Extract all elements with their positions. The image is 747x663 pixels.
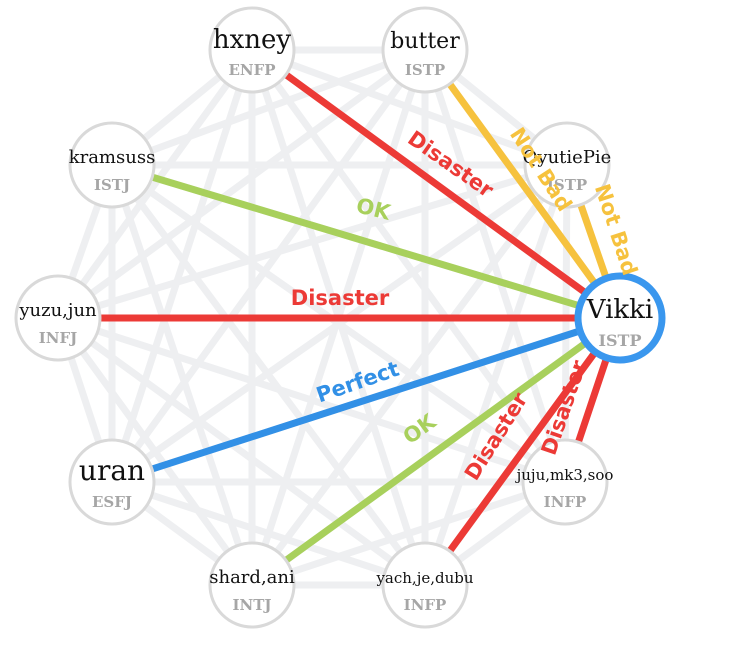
mbti-type: ISTP	[405, 61, 445, 79]
edge-hxney	[283, 71, 587, 295]
connection-edges	[100, 71, 610, 564]
background-edge	[54, 46, 429, 322]
background-edge	[54, 46, 256, 322]
background-edge	[561, 161, 571, 486]
background-edge	[108, 478, 429, 589]
mbti-type: INTJ	[233, 596, 272, 614]
background-edge	[108, 46, 429, 169]
person-name: uran	[79, 454, 145, 487]
mbti-type: INFJ	[39, 329, 77, 347]
edge-jujumk3soo	[575, 358, 610, 444]
edge-label-yuzujun: Disaster	[291, 286, 390, 310]
edge-uran	[150, 328, 580, 473]
person-nodes: VikkiISTPhxneyENFPbutterISTPQyutiePieIST…	[14, 6, 666, 629]
mbti-type: ISTP	[547, 176, 587, 194]
edge-qyutiepie	[577, 203, 609, 278]
mbti-type: ISTJ	[94, 176, 130, 194]
mbti-type: ISTP	[599, 331, 642, 350]
person-name: juju,mk3,soo	[515, 466, 614, 484]
background-edge	[54, 161, 571, 322]
edge-yachjedubu	[446, 351, 597, 554]
person-name: yuzu,jun	[18, 300, 97, 321]
mbti-type: INFP	[404, 596, 447, 614]
mbti-type: ESFJ	[92, 493, 132, 511]
background-edge	[54, 314, 429, 589]
background-edge	[248, 46, 569, 486]
edge-shardani	[283, 341, 587, 564]
background-edge	[421, 161, 571, 589]
node-circle	[523, 121, 611, 209]
mbti-type: INFP	[544, 493, 587, 511]
node-circle	[381, 541, 469, 629]
background-edge	[108, 161, 429, 589]
node-circle	[521, 438, 609, 526]
person-name: hxney	[213, 25, 292, 55]
background-edge	[54, 314, 569, 486]
person-name: shard,ani	[209, 567, 295, 588]
node-circle	[208, 6, 296, 94]
person-name: QyutiePie	[523, 147, 612, 168]
person-name: Vikki	[586, 295, 653, 325]
node-circle	[381, 6, 469, 94]
node-circle	[208, 541, 296, 629]
background-edge	[248, 478, 569, 589]
node-circle	[14, 274, 102, 362]
background-edge	[54, 314, 256, 589]
edge-butter	[446, 81, 597, 285]
background-edge	[108, 161, 569, 486]
node-circle	[68, 121, 156, 209]
mbti-type: ENFP	[228, 61, 275, 79]
person-name: butter	[390, 29, 460, 54]
edge-kramsuss	[151, 173, 579, 309]
background-edge	[108, 161, 256, 589]
person-name: yach,je,dubu	[375, 569, 473, 587]
person-name: kramsuss	[69, 147, 156, 168]
node-circle	[68, 438, 156, 526]
edge-label-kramsuss: OK	[354, 193, 394, 225]
node-circle	[574, 272, 666, 364]
background-edge	[108, 46, 429, 486]
